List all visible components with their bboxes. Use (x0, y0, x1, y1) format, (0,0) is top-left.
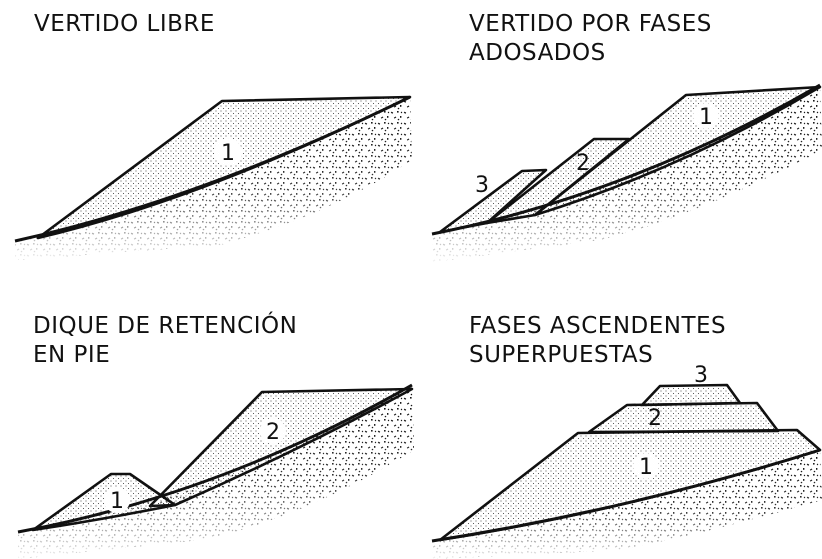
panel-1-title: VERTIDO LIBRE (34, 10, 215, 39)
panel-4-phase-3 (640, 383, 742, 407)
panel-4-drawing: 1 2 3 (431, 363, 822, 559)
panel-1-drawing: 1 (14, 95, 412, 260)
panel-4-ground-surface (431, 448, 821, 543)
panel-3-title-line-1: DIQUE DE RETENCIÓN (33, 313, 298, 339)
panel-4-phase-2 (587, 401, 780, 434)
panel-4-label-3: 3 (694, 363, 708, 388)
panel-1-label-1: 1 (221, 141, 235, 166)
panel-4-title-line-1: FASES ASCENDENTES (469, 313, 727, 339)
panel-2-title-line-1: VERTIDO POR FASES (469, 11, 712, 37)
panel-2-drawing: 1 2 3 (431, 83, 822, 262)
panel-2-label-2: 2 (576, 151, 590, 176)
panel-3-ground-surface (17, 383, 413, 534)
panel-2-title-line-2: ADOSADOS (469, 40, 606, 66)
panel-2-phase-2 (485, 137, 631, 225)
panel-1-title-line-1: VERTIDO LIBRE (34, 11, 215, 37)
panel-3-label-1: 1 (110, 489, 124, 514)
panel-4-title-line-2: SUPERPUESTAS (469, 342, 654, 368)
panel-2-label-3: 3 (475, 173, 489, 198)
panel-4-title: FASES ASCENDENTES SUPERPUESTAS (469, 312, 726, 370)
panel-3-dam-1 (31, 472, 177, 532)
panel-2-ground-surface (431, 83, 821, 236)
panel-2-label-1: 1 (699, 105, 713, 130)
panel-1-ground-surface (14, 95, 411, 243)
panel-3-label-2: 2 (266, 420, 280, 445)
panel-2-title: VERTIDO POR FASES ADOSADOS (469, 10, 712, 68)
panel-2-phase-1 (533, 85, 822, 217)
panel-4-label-1: 1 (639, 455, 653, 480)
panel-3-title: DIQUE DE RETENCIÓN EN PIE (33, 312, 297, 370)
panel-4-label-2: 2 (648, 406, 662, 431)
panel-3-drawing: 1 2 (17, 383, 414, 559)
panel-3-title-line-2: EN PIE (33, 342, 111, 368)
